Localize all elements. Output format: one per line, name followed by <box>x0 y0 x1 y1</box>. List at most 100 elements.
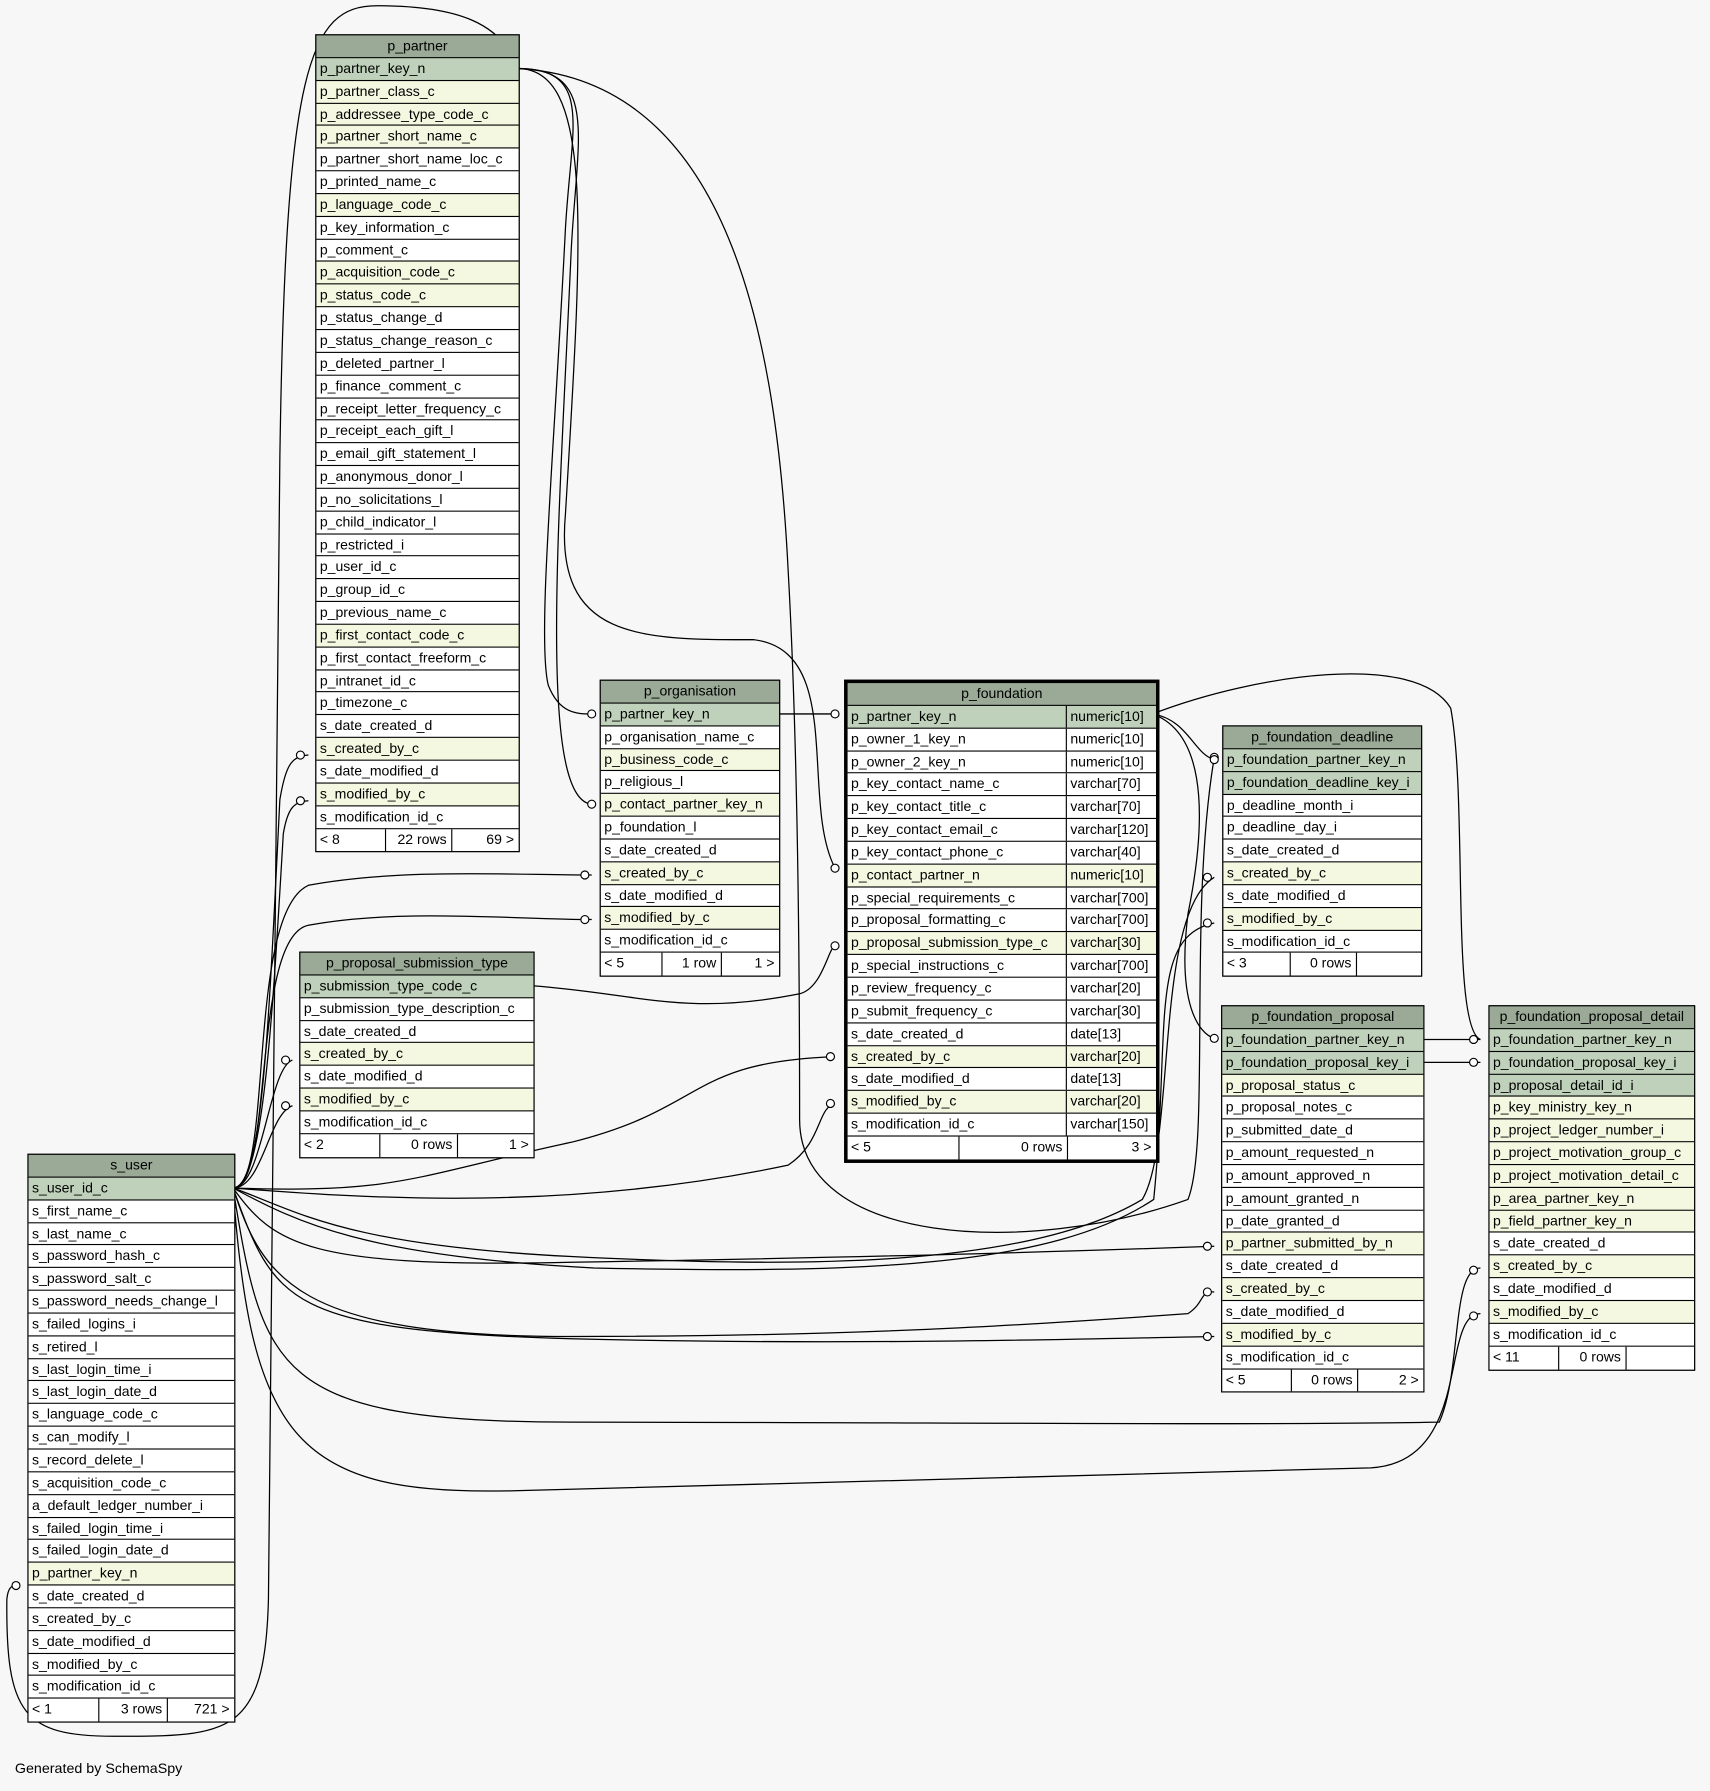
column-row[interactable]: s_date_modified_d <box>300 1066 534 1089</box>
table-title[interactable]: p_foundation <box>847 683 1157 706</box>
column-row[interactable]: p_foundation_partner_key_n <box>1489 1029 1695 1052</box>
row-count[interactable]: 22 rows <box>384 828 451 852</box>
column-row[interactable]: p_printed_name_c <box>316 171 519 195</box>
column-row[interactable]: p_key_information_c <box>316 216 519 240</box>
column-row[interactable]: p_no_solicitations_l <box>316 488 519 512</box>
column-row[interactable]: p_project_ledger_number_i <box>1489 1119 1695 1143</box>
children-count[interactable]: 69 > <box>451 828 518 852</box>
column-row[interactable]: s_modification_id_c <box>1223 930 1422 954</box>
column-row[interactable]: s_date_created_d <box>600 839 780 863</box>
column-row[interactable]: p_status_change_reason_c <box>316 330 519 353</box>
column-row[interactable]: p_finance_comment_c <box>316 375 519 399</box>
table-title[interactable]: p_proposal_submission_type <box>300 952 534 976</box>
column-row[interactable]: p_field_partner_key_n <box>1489 1210 1695 1234</box>
parents-count[interactable]: < 3 <box>1226 955 1247 972</box>
column-row[interactable]: p_amount_approved_n <box>1222 1165 1424 1188</box>
column-row[interactable]: s_created_by_c <box>28 1608 235 1631</box>
column-row[interactable]: s_date_modified_d <box>316 760 519 784</box>
column-row[interactable]: p_status_code_c <box>316 284 519 308</box>
column-row[interactable]: p_deadline_month_i <box>1223 794 1422 818</box>
column-row[interactable]: s_modification_id_c <box>1489 1323 1695 1347</box>
column-row[interactable]: p_partner_submitted_by_n <box>1222 1233 1424 1256</box>
column-row[interactable]: p_anonymous_donor_l <box>316 466 519 489</box>
column-row[interactable]: s_modification_id_c <box>300 1111 534 1135</box>
parents-count[interactable]: < 2 <box>303 1136 324 1153</box>
column-row[interactable]: s_modification_id_c <box>316 806 519 829</box>
column-row[interactable]: p_language_code_c <box>316 194 519 217</box>
column-row[interactable]: p_foundation_deadline_key_i <box>1223 771 1422 795</box>
column-row[interactable]: s_modified_by_c <box>1223 907 1422 931</box>
children-count[interactable] <box>1625 1346 1694 1370</box>
column-row[interactable]: p_partner_key_n <box>600 703 780 727</box>
column-row[interactable]: p_email_gift_statement_l <box>316 443 519 467</box>
column-row[interactable]: p_partner_class_c <box>316 80 519 104</box>
column-row[interactable]: s_modified_by_c <box>1489 1301 1695 1324</box>
column-row[interactable]: p_key_ministry_key_n <box>1489 1097 1695 1120</box>
parents-count[interactable]: < 8 <box>319 831 340 848</box>
column-row[interactable]: p_project_motivation_group_c <box>1489 1142 1695 1166</box>
column-row[interactable]: s_first_name_c <box>28 1200 235 1223</box>
column-row[interactable]: s_date_modified_d <box>1489 1278 1695 1302</box>
column-row[interactable]: s_modification_id_c <box>1222 1346 1424 1370</box>
column-row[interactable]: a_default_ledger_number_i <box>28 1494 235 1518</box>
column-row[interactable]: p_group_id_c <box>316 579 519 603</box>
column-row[interactable]: p_previous_name_c <box>316 602 519 625</box>
parents-count[interactable]: < 5 <box>604 955 625 972</box>
column-row[interactable]: s_last_login_time_i <box>28 1358 235 1382</box>
column-row[interactable]: p_area_partner_key_n <box>1489 1187 1695 1211</box>
column-row[interactable]: s_record_delete_l <box>28 1449 235 1473</box>
table-p-proposal-submission-type[interactable]: p_proposal_submission_type p_submission_t… <box>299 951 535 1158</box>
column-row[interactable]: p_timezone_c <box>316 692 519 716</box>
column-row[interactable]: p_proposal_detail_id_i <box>1489 1074 1695 1098</box>
column-row[interactable]: p_foundation_l <box>600 816 780 840</box>
column-row[interactable]: p_foundation_proposal_key_i <box>1489 1051 1695 1075</box>
column-row[interactable]: p_business_code_c <box>600 748 780 772</box>
column-row[interactable]: s_failed_login_time_i <box>28 1517 235 1541</box>
column-row[interactable]: s_date_created_d <box>316 715 519 739</box>
children-count[interactable]: 3 > <box>1066 1136 1156 1160</box>
column-row[interactable]: s_modified_by_c <box>1222 1323 1424 1347</box>
column-row[interactable]: p_partner_short_name_loc_c <box>316 148 519 172</box>
column-row[interactable]: s_retired_l <box>28 1336 235 1359</box>
parents-count[interactable]: < 5 <box>1225 1371 1246 1388</box>
column-row[interactable]: s_password_hash_c <box>28 1245 235 1269</box>
column-row[interactable]: s_date_modified_d <box>600 884 780 908</box>
column-row[interactable]: p_submitted_date_d <box>1222 1119 1424 1143</box>
column-row[interactable]: s_created_by_c <box>300 1043 534 1067</box>
column-row[interactable]: s_last_login_date_d <box>28 1381 235 1405</box>
column-row[interactable]: p_proposal_status_c <box>1222 1074 1424 1098</box>
column-row[interactable]: s_created_by_c <box>1223 862 1422 886</box>
column-row[interactable]: p_restricted_i <box>316 534 519 557</box>
table-title[interactable]: p_foundation_deadline <box>1223 726 1422 750</box>
column-row[interactable]: p_submission_type_description_c <box>300 998 534 1021</box>
row-count[interactable]: 0 rows <box>1290 1369 1357 1392</box>
column-row[interactable]: s_modified_by_c <box>300 1088 534 1112</box>
column-row[interactable]: p_first_contact_freeform_c <box>316 647 519 671</box>
column-row[interactable]: p_first_contact_code_c <box>316 624 519 648</box>
column-row[interactable]: s_modified_by_c <box>28 1653 235 1677</box>
column-row[interactable]: p_acquisition_code_c <box>316 262 519 285</box>
children-count[interactable]: 2 > <box>1357 1369 1423 1392</box>
column-row[interactable]: s_failed_logins_i <box>28 1313 235 1337</box>
column-row[interactable]: s_date_created_d <box>1489 1233 1695 1256</box>
children-count[interactable]: 721 > <box>166 1698 234 1722</box>
parents-count[interactable]: < 1 <box>31 1701 52 1718</box>
column-row[interactable]: s_date_created_d <box>1223 839 1422 863</box>
column-row[interactable]: s_acquisition_code_c <box>28 1472 235 1495</box>
row-count[interactable]: 3 rows <box>98 1698 167 1722</box>
